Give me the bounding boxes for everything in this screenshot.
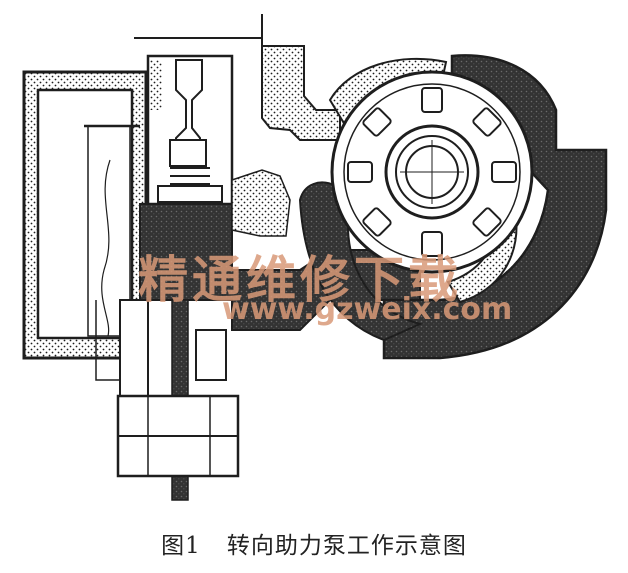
figure-number: 图1 (161, 533, 201, 559)
valve-body (134, 14, 300, 206)
outlet-fitting (95, 299, 240, 478)
pump-rotor (330, 70, 534, 274)
figure-title: 转向助力泵工作示意图 (226, 533, 467, 559)
watermark-url: www.gzweix.com (222, 292, 513, 327)
figure-caption: 图1 转向助力泵工作示意图 (0, 526, 628, 560)
pump-diagram (22, 14, 608, 501)
reservoir (22, 70, 148, 360)
watermark-text: 精通维修下载 (138, 251, 462, 309)
